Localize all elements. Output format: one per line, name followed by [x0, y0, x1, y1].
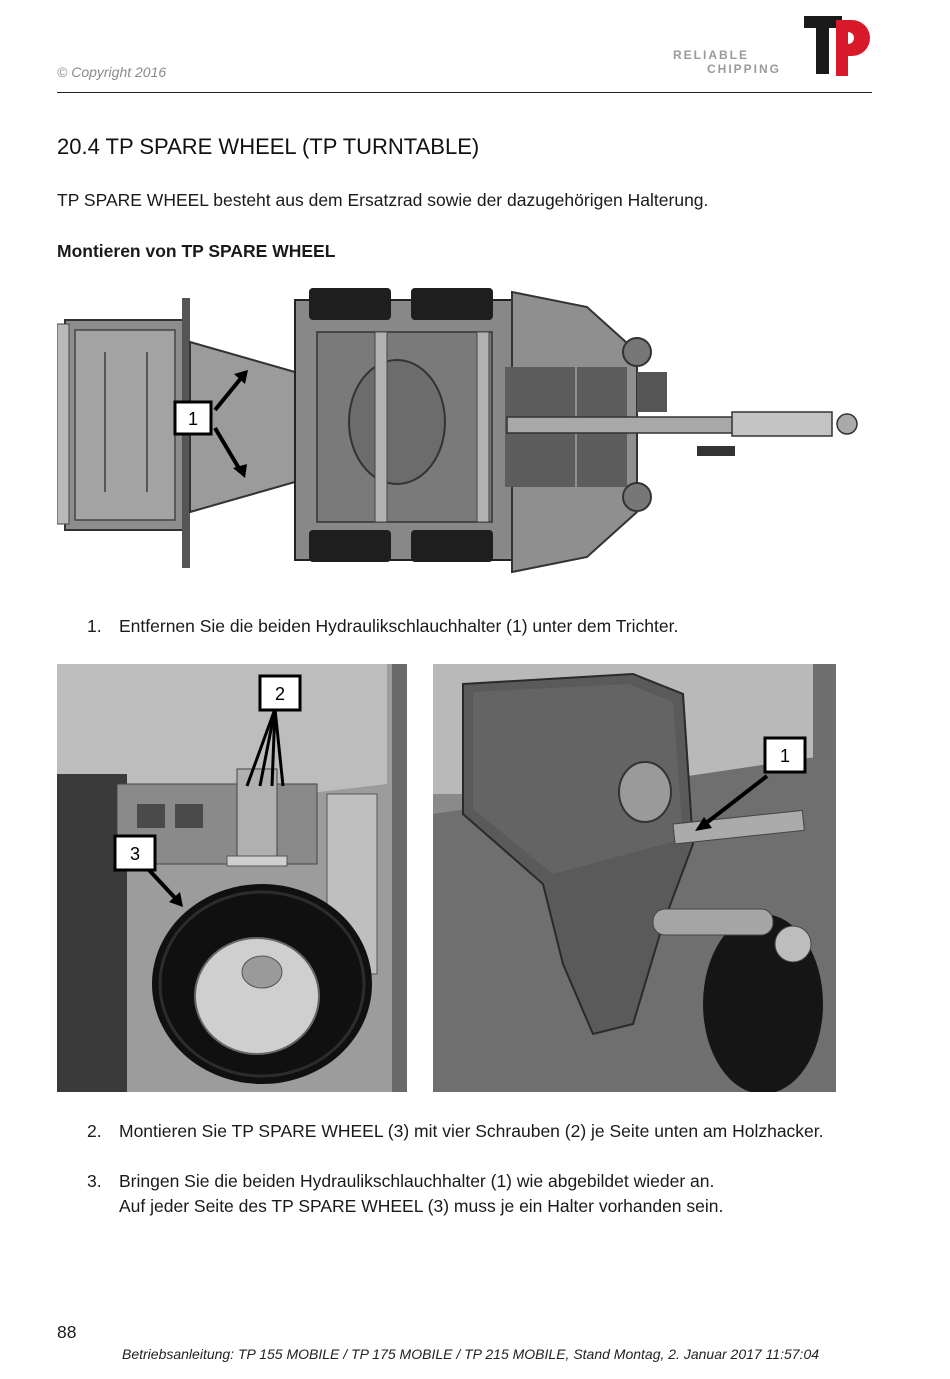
tagline-line-2: CHIPPING	[707, 62, 782, 76]
brand-tagline: RELIABLE CHIPPING	[673, 48, 781, 76]
header-divider	[57, 92, 872, 93]
step-3-number: 3.	[87, 1171, 102, 1191]
intro-paragraph: TP SPARE WHEEL besteht aus dem Ersatzrad…	[57, 190, 709, 210]
left-callout-3-label: 3	[130, 844, 140, 864]
step-1-text: Entfernen Sie die beiden Hydraulikschlau…	[119, 616, 679, 636]
copyright-notice: © Copyright 2016	[57, 64, 167, 80]
tp-logo	[804, 16, 870, 76]
top-callout-label: 1	[188, 409, 198, 429]
bracket-figure: 1	[433, 664, 836, 1092]
subheading: Montieren von TP SPARE WHEEL	[57, 241, 336, 261]
right-callout-1-label: 1	[780, 746, 790, 766]
machine-top-view-figure: 1	[57, 288, 858, 574]
spare-wheel-figure: 2 3	[57, 664, 407, 1092]
page-number: 88	[57, 1322, 77, 1342]
step-2-text: Montieren Sie TP SPARE WHEEL (3) mit vie…	[119, 1121, 824, 1141]
step-2-number: 2.	[87, 1121, 102, 1141]
section-title: 20.4 TP SPARE WHEEL (TP TURNTABLE)	[57, 134, 480, 159]
footer-text: Betriebsanleitung: TP 155 MOBILE / TP 17…	[122, 1346, 820, 1362]
step-3-text: Bringen Sie die beiden Hydraulikschlauch…	[119, 1171, 715, 1191]
step-3-text-continued: Auf jeder Seite des TP SPARE WHEEL (3) m…	[119, 1196, 724, 1216]
tagline-line-1: RELIABLE	[673, 48, 749, 62]
left-callout-2-label: 2	[275, 684, 285, 704]
step-1-number: 1.	[87, 616, 102, 636]
